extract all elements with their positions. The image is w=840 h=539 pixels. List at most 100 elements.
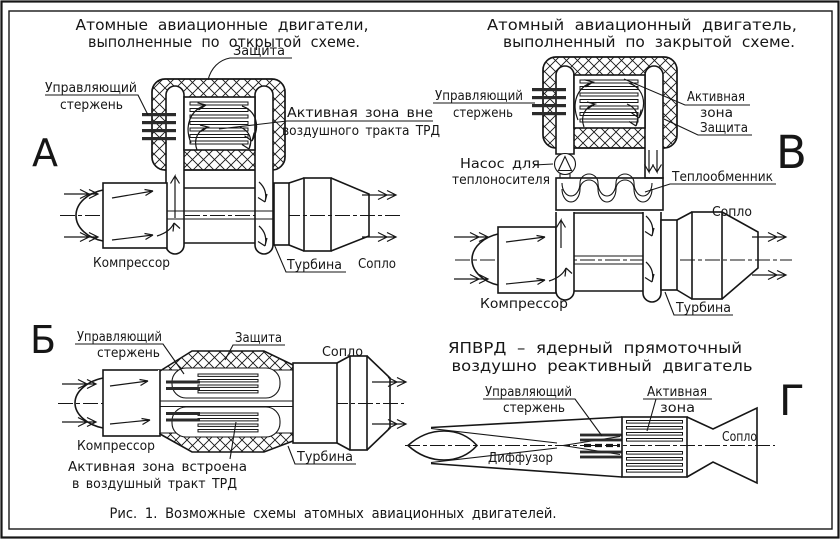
- leader-a-turbine: [273, 243, 346, 273]
- scheme-g-title-line2: воздушно реактивный двигатель: [452, 357, 753, 375]
- leader-g-core: [643, 398, 712, 432]
- labels-g: Управляющий стержень Активная зона Диффу…: [483, 385, 757, 466]
- label-v-rod-line1: Управляющий: [435, 89, 523, 104]
- label-b-core-line1: Активная зона встроена: [68, 460, 247, 475]
- coolant-pump-v: [553, 152, 577, 178]
- scheme-a-title-line1: Атомные авиационные двигатели,: [76, 16, 369, 34]
- turbine-v: [660, 219, 678, 291]
- leader-b-rod: [75, 343, 185, 375]
- reactor-a-control-rods: [142, 113, 176, 141]
- compressor-v: [497, 226, 557, 294]
- label-g-rod-line2: стержень: [503, 401, 565, 416]
- scheme-v: Атомный авиационный двигатель, выполненн…: [433, 16, 807, 316]
- leader-v-pump: [533, 163, 554, 166]
- label-b-core-line2: в воздушный тракт ТРД: [72, 477, 237, 492]
- leader-a-shield: [207, 57, 292, 81]
- labels-a: Защита Управляющий стержень Активная зон…: [45, 44, 440, 273]
- letter-b: Б: [30, 318, 56, 362]
- reactor-a-left-channel: [165, 85, 185, 255]
- engine-v: [454, 211, 788, 303]
- flow-arrows-b: [62, 376, 408, 430]
- leader-a-core: [218, 120, 433, 130]
- label-v-pump-line2: теплоносителя: [452, 173, 550, 188]
- reactor-g: [621, 416, 688, 478]
- label-v-core-line1: Активная: [687, 90, 745, 105]
- label-v-pump-line1: Насос для: [460, 157, 540, 172]
- leader-v-turbine: [664, 291, 733, 316]
- leader-v-core: [623, 78, 750, 106]
- label-b-nozzle: Сопло: [322, 345, 363, 360]
- label-b-rod-line2: стержень: [97, 346, 160, 361]
- ramjet-g: [405, 406, 775, 485]
- leader-g-rod: [483, 398, 603, 437]
- duct-v-left: [555, 212, 575, 301]
- label-v-turbine: Турбина: [675, 301, 731, 316]
- compressor-b: [102, 369, 161, 437]
- label-g-core-line1: Активная: [647, 385, 707, 400]
- label-a-rod-line2: стержень: [60, 98, 123, 113]
- reactor-a-fuel-rods: [189, 101, 249, 145]
- scheme-a-title-line2: выполненные по открытой схеме.: [88, 33, 360, 51]
- nozzle-g: [686, 406, 758, 485]
- reactor-v-flow-arrows: [574, 79, 645, 128]
- letter-v: В: [776, 126, 807, 179]
- label-a-nozzle: Сопло: [358, 257, 396, 272]
- reactor-v-fuel-rods: [579, 79, 639, 123]
- label-v-shield: Защита: [700, 121, 748, 136]
- reactor-a-right-channel: [254, 85, 274, 255]
- heat-exchanger-v: [555, 150, 664, 211]
- reactor-v-control-rods: [532, 88, 566, 116]
- reactor-v-left-channel: [555, 65, 575, 155]
- label-a-turbine: Турбина: [286, 258, 342, 273]
- label-b-rod-line1: Управляющий: [77, 330, 162, 345]
- scheme-g-title-line1: ЯПВРД – ядерный прямоточный: [448, 339, 742, 357]
- nozzle-b: [336, 355, 391, 451]
- engine-b: [62, 350, 408, 453]
- turbine-b: [292, 362, 338, 444]
- leader-b-shield: [224, 344, 285, 361]
- scheme-b: Б: [30, 318, 408, 492]
- leader-v-shield: [663, 118, 752, 136]
- label-g-diffuser: Диффузор: [488, 451, 553, 466]
- label-a-compressor: Компрессор: [93, 256, 170, 271]
- leader-v-heat-exchanger: [644, 183, 776, 193]
- nozzle-a: [288, 177, 370, 252]
- engine-a: [64, 173, 398, 252]
- figure-caption: Рис. 1. Возможные схемы атомных авиацион…: [110, 506, 557, 522]
- turbine-a: [273, 182, 290, 246]
- label-b-shield: Защита: [235, 331, 282, 346]
- scheme-g: ЯПВРД – ядерный прямоточный воздушно реа…: [405, 339, 805, 485]
- flow-arrows-a: [64, 173, 398, 247]
- label-a-core-line1: Активная зона вне: [287, 106, 433, 121]
- labels-b: Управляющий стержень Защита Сопло Компре…: [68, 330, 363, 492]
- label-v-core-line2: зона: [700, 106, 733, 121]
- scheme-a: Атомные авиационные двигатели, выполненн…: [32, 16, 440, 273]
- flow-arrows-v: [454, 215, 788, 286]
- compressor-a: [102, 182, 168, 249]
- casing-a: [167, 187, 274, 244]
- reactor-v-right-channel: [644, 65, 664, 179]
- label-v-nozzle: Сопло: [712, 205, 752, 220]
- leader-b-core: [229, 421, 237, 460]
- label-v-heat-exchanger: Теплообменник: [671, 170, 773, 185]
- letter-a: А: [32, 131, 58, 175]
- label-b-compressor: Компрессор: [77, 439, 155, 454]
- labels-v: Управляющий стержень Активная зона Защит…: [433, 78, 776, 316]
- scheme-v-title-line2: выполненный по закрытой схеме.: [503, 33, 795, 51]
- nozzle-v: [676, 211, 759, 300]
- label-g-core-line2: зона: [660, 401, 695, 416]
- label-v-compressor: Компрессор: [480, 297, 568, 312]
- label-g-rod-line1: Управляющий: [485, 385, 572, 400]
- label-a-core-line2: воздушного тракта ТРД: [282, 124, 440, 139]
- leader-a-rod: [45, 94, 149, 116]
- core-b: [160, 367, 293, 438]
- label-a-shield: Защита: [233, 44, 285, 59]
- spinner-b: [74, 377, 104, 429]
- letter-g: Г: [779, 376, 805, 425]
- leader-b-turbine: [287, 445, 356, 465]
- label-a-rod-line1: Управляющий: [45, 81, 137, 96]
- reactor-a: [142, 78, 286, 255]
